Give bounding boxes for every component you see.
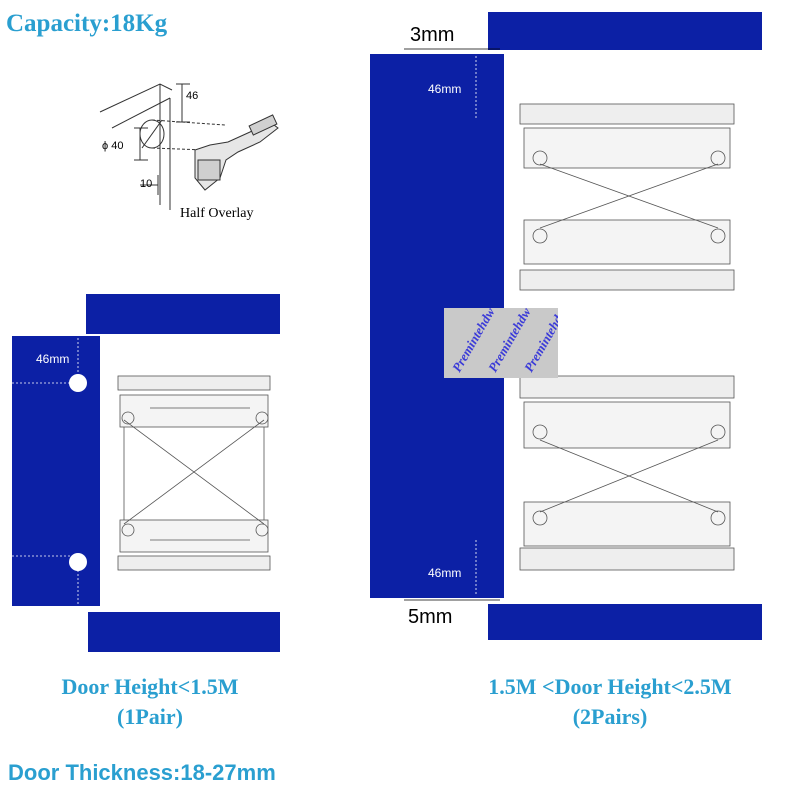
right-dim-top-label: 46mm bbox=[428, 82, 462, 96]
hinge-dim-46: 46 bbox=[186, 90, 199, 102]
right-bottom-cabinet-panel bbox=[488, 604, 762, 640]
left-dim-label: 46mm bbox=[36, 352, 70, 366]
gap-top-label: 3mm bbox=[410, 24, 455, 46]
capacity-label: Capacity:18Kg bbox=[6, 10, 168, 37]
hinge-dim-10: 10 bbox=[140, 178, 153, 190]
left-top-cabinet-panel bbox=[86, 294, 280, 334]
right-title: 1.5M <Door Height<2.5M bbox=[488, 674, 732, 699]
hinge-dim-diameter: ϕ 40 bbox=[102, 140, 124, 152]
right-dim-bottom-label: 46mm bbox=[428, 566, 462, 580]
left-title: Door Height<1.5M bbox=[61, 674, 239, 699]
door-thickness-label: Door Thickness:18-27mm bbox=[8, 760, 276, 785]
right-top-cabinet-panel bbox=[488, 12, 762, 50]
watermark-stamp: Premintehdw Premintehdw Premintehdw bbox=[444, 308, 558, 378]
half-overlay-caption: Half Overlay bbox=[180, 206, 254, 221]
right-subtitle: (2Pairs) bbox=[572, 704, 648, 729]
left-bottom-cabinet-panel bbox=[88, 612, 280, 652]
gap-bottom-label: 5mm bbox=[408, 606, 453, 628]
left-subtitle: (1Pair) bbox=[117, 704, 183, 729]
